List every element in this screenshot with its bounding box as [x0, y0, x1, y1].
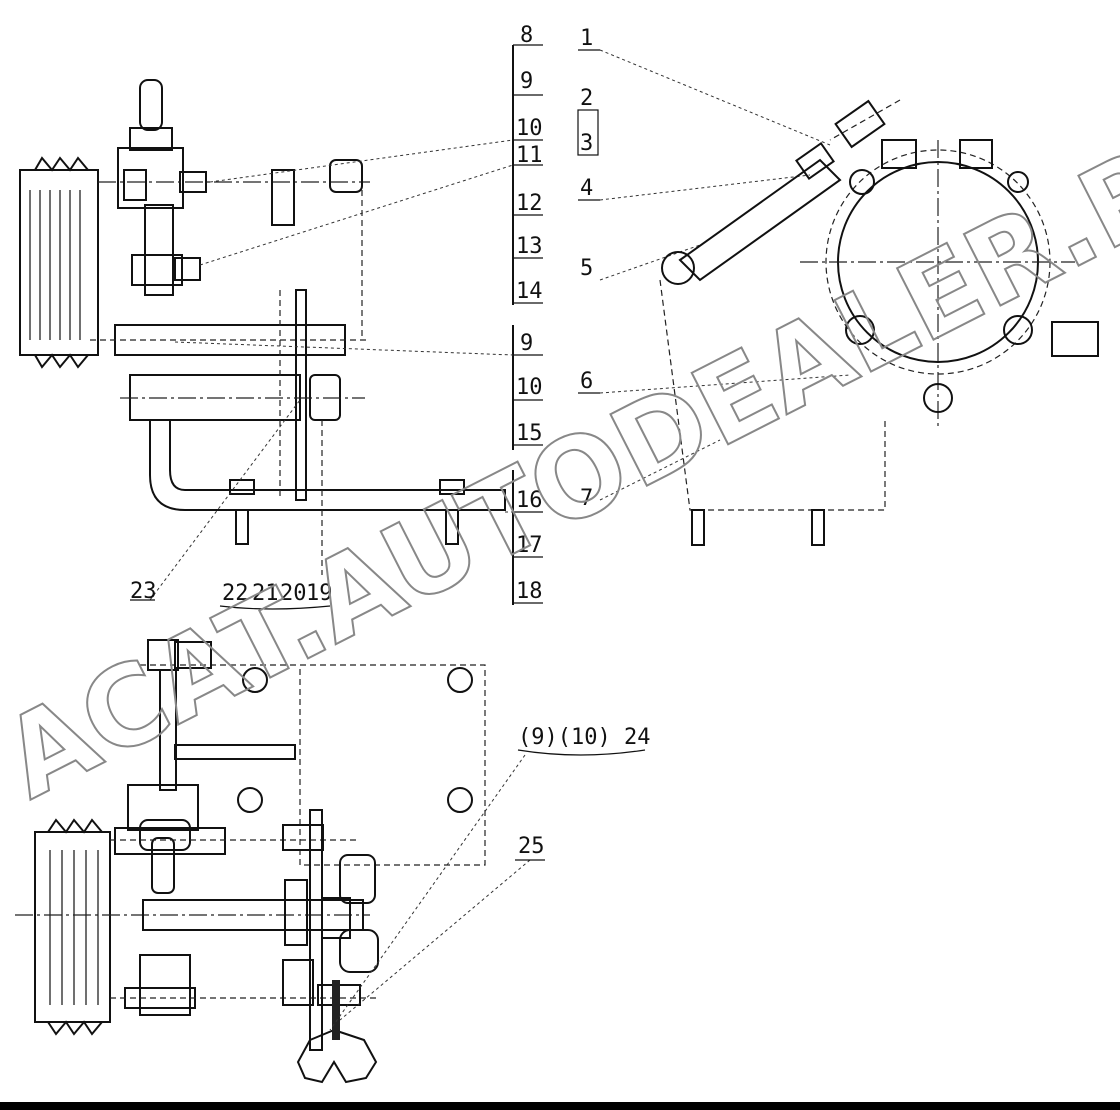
label-13: 13 — [516, 234, 543, 259]
watermark: ACAT.AUTODEALER.RU — [0, 82, 1120, 823]
label-20: 20 — [280, 581, 307, 606]
pulley-bottom — [34, 818, 111, 1036]
label-lower-group: (9)(10) 24 — [518, 725, 650, 750]
wing-nut — [296, 1028, 378, 1084]
label-10: 10 — [516, 116, 543, 141]
spacer — [271, 169, 295, 226]
lower-assembly: (9)(10) 24 25 — [15, 639, 650, 1084]
label-column: 8 9 10 11 12 13 14 9 10 15 16 17 18 — [512, 23, 543, 605]
label-18: 18 — [516, 579, 543, 604]
label-15: 15 — [516, 421, 543, 446]
top-left-assembly — [19, 79, 506, 575]
label-16: 16 — [516, 488, 543, 513]
label-9b: 9 — [520, 331, 533, 356]
label-7: 7 — [580, 486, 593, 511]
bottom-border — [0, 1102, 1120, 1110]
label-25: 25 — [518, 834, 545, 859]
rod — [144, 204, 174, 296]
label-9: 9 — [520, 69, 533, 94]
mounting-plate — [299, 664, 486, 866]
label-4: 4 — [580, 176, 593, 201]
label-11: 11 — [516, 143, 543, 168]
label-6: 6 — [580, 369, 593, 394]
label-21: 21 — [252, 581, 279, 606]
label-14: 14 — [516, 279, 543, 304]
label-23: 23 — [130, 579, 157, 604]
label-5: 5 — [580, 256, 593, 281]
label-17: 17 — [516, 533, 543, 558]
label-19: 19 — [306, 581, 333, 606]
adjust-bolt-top — [98, 79, 370, 209]
label-22: 22 — [222, 581, 249, 606]
right-pump-assembly: 1 2 3 4 5 6 7 — [577, 26, 1099, 546]
pulley-top — [19, 156, 99, 369]
label-10b: 10 — [516, 375, 543, 400]
label-12: 12 — [516, 191, 543, 216]
label-8: 8 — [520, 23, 533, 48]
leader-lines-left: 23 22 21 20 19 — [130, 139, 514, 610]
nut-top — [329, 159, 363, 193]
label-1: 1 — [580, 26, 593, 51]
label-3: 3 — [580, 131, 593, 156]
label-2: 2 — [580, 86, 593, 111]
